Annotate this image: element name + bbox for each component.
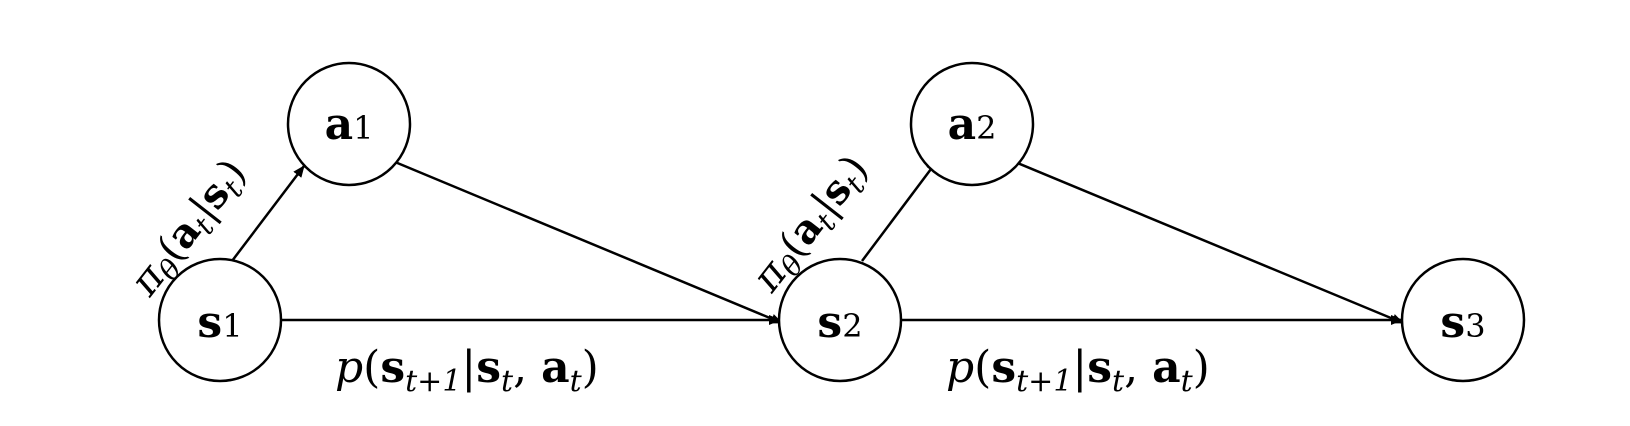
node-a1: a1 — [286, 61, 412, 187]
node-s1: s1 — [157, 257, 283, 383]
node-s3: s3 — [1400, 257, 1526, 383]
edge-s2-a2 — [861, 160, 938, 262]
node-s3-label: s3 — [1440, 297, 1485, 348]
edge-s1-a1 — [231, 165, 305, 262]
transition-label-1: p(st+1|st, at) — [335, 342, 599, 399]
policy-label-2: πθ(at|st) — [742, 146, 881, 304]
node-s2-circle — [777, 257, 903, 383]
edge-a2-s3 — [1014, 160, 1404, 325]
node-a1-circle — [286, 61, 412, 187]
edges — [231, 160, 1404, 325]
node-a1-label: a1 — [325, 99, 374, 150]
node-a2-circle — [909, 61, 1035, 187]
node-s1-label: s1 — [197, 297, 242, 348]
node-s3-circle — [1400, 257, 1526, 383]
node-a2: a2 — [909, 61, 1035, 187]
node-s2-label: s2 — [817, 297, 862, 348]
node-s1-circle — [157, 257, 283, 383]
node-s2: s2 — [777, 257, 903, 383]
edge-a1-s2 — [394, 160, 783, 325]
transition-label-2: p(st+1|st, at) — [946, 342, 1210, 399]
node-a2-label: a2 — [948, 99, 997, 150]
